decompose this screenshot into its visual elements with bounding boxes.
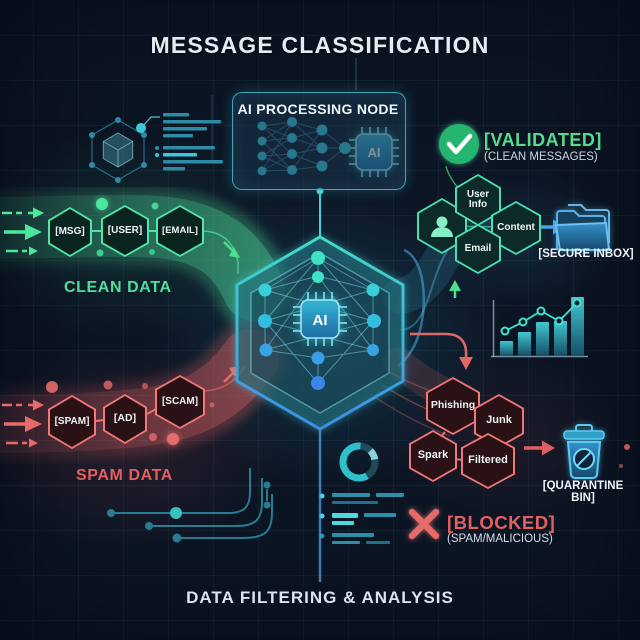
- data-readout-lines: [155, 113, 223, 171]
- validated-sublabel: (CLEAN MESSAGES): [484, 151, 598, 163]
- footer-title: DATA FILTERING & ANALYSIS: [186, 588, 454, 607]
- hex-label: Junk: [486, 414, 512, 427]
- donut-chart-decoration: [339, 442, 379, 482]
- page-title: MESSAGE CLASSIFICATION: [150, 32, 490, 58]
- x-mark-icon: [408, 508, 440, 540]
- trash-bin-icon: [563, 424, 605, 479]
- secure-inbox-label: [SECURE INBOX]: [538, 248, 634, 260]
- hex-label: User Info: [466, 188, 490, 210]
- hex-label: [EMAIL]: [162, 225, 198, 237]
- bar-chart-decoration: [491, 297, 588, 358]
- bullet-list-decoration: [319, 493, 404, 544]
- clean-data-label: CLEAN DATA: [64, 279, 172, 296]
- hex-label: [AD]: [113, 412, 137, 425]
- hex-label: [SCAM]: [161, 395, 199, 407]
- quarantine-bin-label: [QUARANTINE BIN]: [542, 480, 624, 504]
- folder-icon: [554, 204, 611, 251]
- blocked-label: [BLOCKED]: [447, 512, 556, 533]
- blocked-sublabel: (SPAM/MALICIOUS): [447, 533, 553, 545]
- spam-particles: [46, 380, 215, 445]
- hex-label: Spark: [417, 449, 449, 462]
- center-chip-label: AI: [313, 312, 328, 329]
- ai-chip-icon: AI: [293, 292, 347, 346]
- spam-data-label: SPAM DATA: [76, 467, 173, 484]
- hex-label: [SPAM]: [54, 415, 90, 427]
- hex-label: Email: [464, 242, 492, 254]
- central-ai-hexagon: AI: [235, 235, 405, 431]
- hex-label: [MSG]: [55, 225, 85, 237]
- ai-processing-node-label: AI PROCESSING NODE: [237, 101, 399, 117]
- person-icon: [431, 216, 453, 237]
- circuit-traces-decoration: [107, 58, 357, 582]
- validated-label: [VALIDATED]: [484, 130, 602, 150]
- hex-label: Content: [497, 221, 535, 233]
- ai-processing-connector: [316, 187, 324, 236]
- hex-label: Filtered: [468, 454, 508, 467]
- hex-label: [USER]: [107, 224, 143, 236]
- clean-inflow-arrows: [2, 211, 34, 253]
- arrow-to-bin: [524, 440, 555, 456]
- check-circle-icon: [439, 124, 479, 164]
- hex-label: Phishing: [430, 399, 476, 412]
- clean-particles: [96, 198, 159, 257]
- hex-wireframe-decoration: [89, 113, 223, 183]
- spam-inflow-arrows: [2, 403, 34, 445]
- ai-processing-node-box: [232, 92, 406, 190]
